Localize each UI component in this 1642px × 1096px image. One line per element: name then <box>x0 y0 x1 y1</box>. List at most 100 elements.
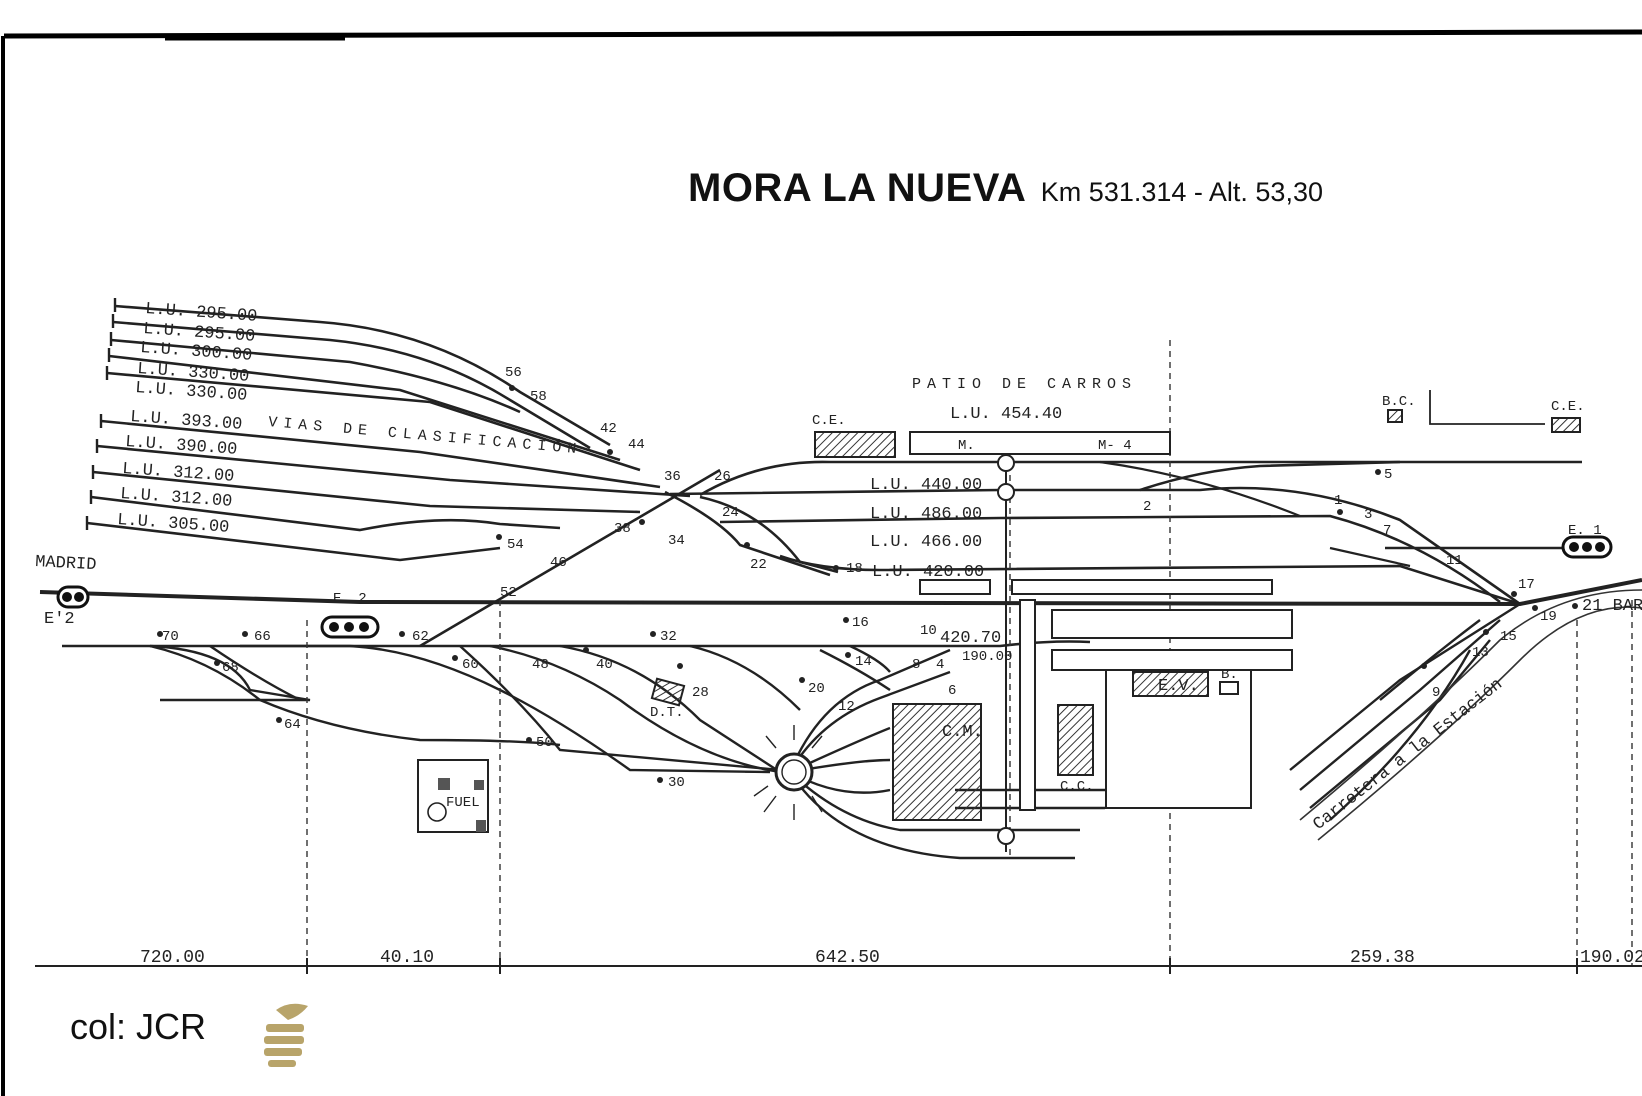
ce-left-label: C.E. <box>812 413 846 429</box>
main-label-1: L.U. 486.00 <box>870 505 982 524</box>
dashed-verticals <box>306 340 1633 975</box>
switch-3: 3 <box>1364 507 1372 523</box>
track-label-9: L.U. 305.00 <box>117 511 230 538</box>
switch-52: 52 <box>500 585 517 601</box>
switch-4: 4 <box>936 657 944 673</box>
switch-48: 48 <box>532 657 549 673</box>
switch-2: 2 <box>1143 499 1151 515</box>
e-2prime-label: E'2 <box>44 610 75 629</box>
switch-54: 54 <box>507 537 524 553</box>
switch-6: 6 <box>948 683 956 699</box>
switch-24: 24 <box>722 505 739 521</box>
fuel-area <box>417 759 489 833</box>
buildings <box>650 409 1581 821</box>
platforms <box>909 431 1293 811</box>
track-end-stops <box>85 298 117 530</box>
road <box>1299 589 1642 841</box>
collection-credit: col: JCR <box>70 1006 207 1047</box>
ce-right-label: C.E. <box>1551 399 1585 415</box>
fuel-tank-icon <box>427 802 447 822</box>
switch-18: 18 <box>846 561 863 577</box>
track-label-7: L.U. 312.00 <box>122 460 235 487</box>
main-label-2: L.U. 466.00 <box>870 533 982 552</box>
switch-16: 16 <box>852 615 869 631</box>
cc-label: C.C. <box>1060 779 1094 795</box>
track-label-6: L.U. 390.00 <box>125 433 238 460</box>
switch-9: 9 <box>1432 685 1440 701</box>
switch-34: 34 <box>668 533 685 549</box>
barcelona-label: 21 BAR <box>1582 597 1642 616</box>
switch-20: 20 <box>808 681 825 697</box>
classification-tracks <box>86 304 839 648</box>
dt-label: D.T. <box>650 705 684 721</box>
hand-logo-icon <box>264 1003 308 1067</box>
switch-14: 14 <box>855 654 872 670</box>
e1-label: E. 1 <box>1568 523 1602 539</box>
signal-icon <box>56 535 1613 639</box>
yard-label: PATIO DE CARROS <box>912 376 1137 393</box>
switch-42: 42 <box>600 421 617 437</box>
m4-label: M- 4 <box>1098 438 1132 454</box>
switch-62: 62 <box>412 629 429 645</box>
switch-68: 68 <box>222 660 239 676</box>
switch-56: 56 <box>505 365 522 381</box>
switch-38: 38 <box>614 521 631 537</box>
switch-5: 5 <box>1384 467 1392 483</box>
main-tracks <box>39 460 1642 648</box>
station-name: MORA LA NUEVA <box>688 166 1027 210</box>
switch-19: 19 <box>1540 609 1557 625</box>
page-border <box>1 29 1642 1096</box>
switch-44: 44 <box>628 437 645 453</box>
switch-50: 50 <box>536 735 553 751</box>
cm-label: C.M. <box>942 723 983 742</box>
main-label-3: L.U. 420.00 <box>872 563 984 582</box>
switch-1: 1 <box>1334 493 1342 509</box>
main-label-0: L.U. 440.00 <box>870 476 982 495</box>
switch-8: 8 <box>912 657 920 673</box>
dimension-3: 259.38 <box>1350 948 1415 968</box>
switch-13: 13 <box>1472 645 1489 661</box>
b-label: B. <box>1221 667 1238 683</box>
switch-points <box>157 385 1578 783</box>
switch-64: 64 <box>284 717 301 733</box>
switch-46: 46 <box>550 555 567 571</box>
page-title: MORA LA NUEVA Km 531.314 - Alt. 53,30 <box>688 166 1323 211</box>
station-subtitle: Km 531.314 - Alt. 53,30 <box>1040 177 1323 207</box>
m-label: M. <box>958 438 975 454</box>
dimension-4: 190.02 <box>1580 948 1642 968</box>
right-lead-tracks <box>1289 602 1521 821</box>
switch-32: 32 <box>660 629 677 645</box>
switch-10: 10 <box>920 623 937 639</box>
switch-7: 7 <box>1383 523 1391 539</box>
switch-30: 30 <box>668 775 685 791</box>
switch-40: 40 <box>596 657 613 673</box>
switch-70: 70 <box>162 629 179 645</box>
bc-label: B.C. <box>1382 394 1416 410</box>
switch-60: 60 <box>462 657 479 673</box>
main-label-5: 190.00 <box>962 649 1012 665</box>
switch-36: 36 <box>664 469 681 485</box>
switch-11: 11 <box>1446 553 1463 569</box>
dimension-0: 720.00 <box>140 948 205 968</box>
dimension-2: 642.50 <box>815 948 880 968</box>
switch-66: 66 <box>254 629 271 645</box>
turntable-icon <box>745 725 823 820</box>
track-label-5: L.U. 393.00 <box>130 408 243 435</box>
switch-15: 15 <box>1500 629 1517 645</box>
switch-17: 17 <box>1518 577 1535 593</box>
fuel-label: FUEL <box>446 795 480 811</box>
switch-26: 26 <box>714 469 731 485</box>
switch-22: 22 <box>750 557 767 573</box>
track-label-8: L.U. 312.00 <box>120 485 233 512</box>
madrid-label: MADRID <box>35 553 97 575</box>
main-label-4: 420.70 <box>940 629 1001 648</box>
dimension-1: 40.10 <box>380 948 434 968</box>
ev-label: E.V. <box>1158 677 1199 696</box>
overbridge <box>997 454 1015 852</box>
dimension-line <box>35 958 1642 974</box>
switch-58: 58 <box>530 389 547 405</box>
switch-28: 28 <box>692 685 709 701</box>
e2-label: E. 2 <box>333 591 367 607</box>
switch-12: 12 <box>838 699 855 715</box>
